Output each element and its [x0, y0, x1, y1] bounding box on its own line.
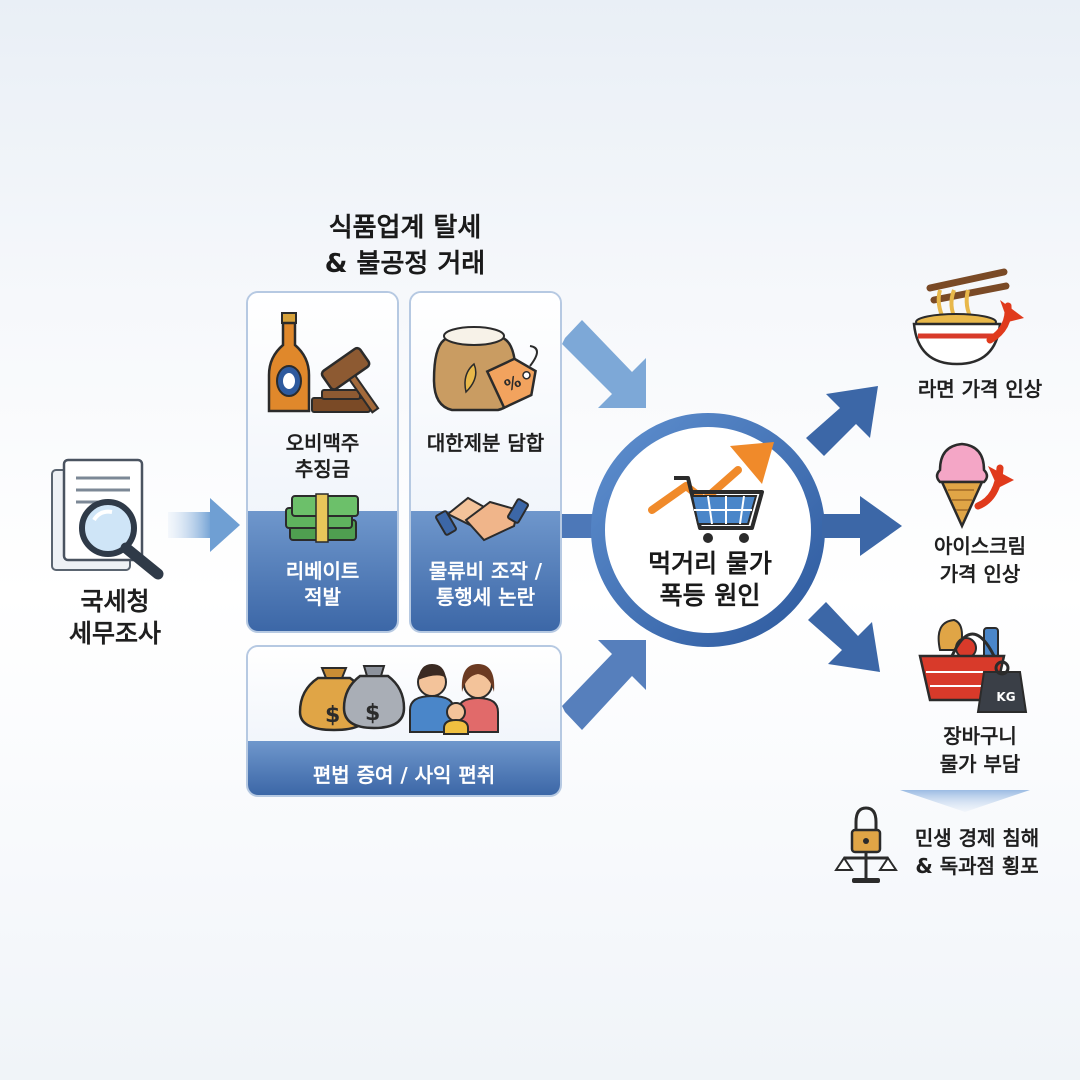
ramen-bowl-icon — [912, 268, 1024, 366]
document-magnifier-icon — [51, 458, 164, 580]
padlock-icon — [850, 806, 882, 854]
arrow-gift-to-center — [562, 640, 646, 730]
arrow-source-to-cards — [168, 498, 240, 552]
basket-label: 장바구니 물가 부담 — [880, 722, 1080, 778]
title-line2: & 불공정 거래 — [324, 249, 486, 279]
logistics-label: 물류비 조작 / 통행세 논란 — [409, 558, 562, 610]
icecream-label: 아이스크림 가격 인상 — [880, 532, 1080, 588]
balance-scale-icon — [834, 852, 898, 883]
arrow-center-to-ramen — [806, 386, 878, 456]
icecream-line2: 가격 인상 — [939, 562, 1021, 586]
source-line1: 국세청 — [80, 587, 150, 616]
arrow-flour-to-center — [562, 320, 646, 408]
basket-line1: 장바구니 — [943, 724, 1017, 748]
source-label: 국세청 세무조사 — [40, 586, 190, 650]
rebate-label: 리베이트 적발 — [246, 558, 399, 610]
gift-label: 편법 증여 / 사익 편취 — [246, 762, 562, 788]
ice-cream-icon — [935, 442, 1014, 530]
basket-line2: 물가 부담 — [939, 752, 1021, 776]
logistics-line1: 물류비 조작 / — [428, 559, 543, 583]
weight-tag: KG — [996, 690, 1016, 704]
center-label: 먹거리 물가 폭등 원인 — [600, 548, 820, 612]
icecream-line1: 아이스크림 — [934, 534, 1026, 558]
grocery-basket-icon — [918, 618, 1028, 713]
arrow-to-conclusion — [900, 790, 1030, 812]
center-line1: 먹거리 물가 — [648, 549, 772, 578]
title-line1: 식품업계 탈세 — [328, 213, 482, 243]
diagram-title: 식품업계 탈세 & 불공정 거래 — [250, 210, 560, 282]
shopping-cart-icon — [648, 442, 774, 543]
conclusion-line2: & 독과점 횡포 — [915, 854, 1039, 878]
center-line2: 폭등 원인 — [659, 581, 761, 610]
rebate-line1: 리베이트 — [285, 559, 360, 583]
arrow-center-to-icecream — [822, 496, 902, 556]
flour-line1: 대한제분 담합 — [426, 431, 545, 455]
beer-line2: 추징금 — [294, 457, 351, 481]
ramen-label: 라면 가격 인상 — [880, 376, 1080, 402]
conclusion-label: 민생 경제 침해 & 독과점 횡포 — [892, 824, 1062, 880]
beer-line1: 오비맥주 — [285, 431, 360, 455]
gift-line1: 편법 증여 / 사익 편취 — [312, 763, 496, 787]
beer-label: 오비맥주 추징금 — [246, 430, 399, 482]
source-line2: 세무조사 — [68, 619, 161, 648]
rebate-line2: 적발 — [304, 585, 341, 609]
logistics-line2: 통행세 논란 — [436, 585, 535, 609]
arrow-center-to-basket — [808, 602, 880, 672]
ramen-line1: 라면 가격 인상 — [917, 377, 1043, 401]
flour-label: 대한제분 담합 — [409, 430, 562, 456]
conclusion-line1: 민생 경제 침해 — [914, 826, 1040, 850]
